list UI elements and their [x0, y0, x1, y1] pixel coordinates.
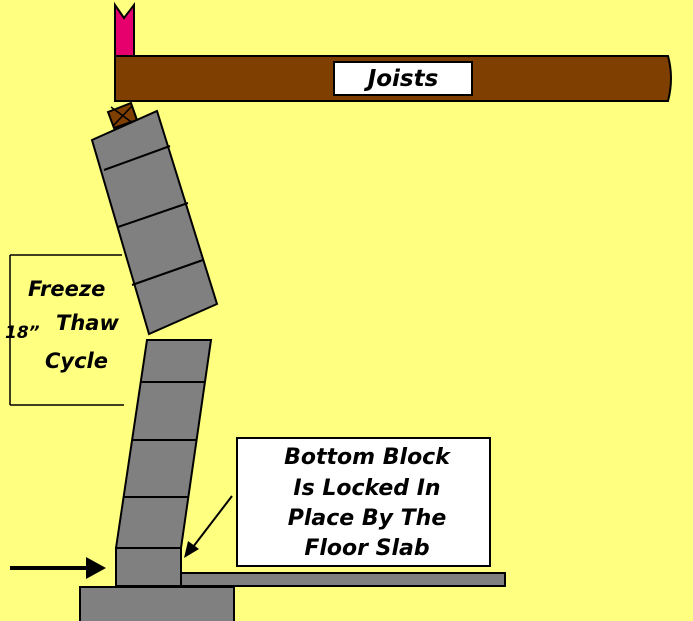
freeze-label-line2: Thaw [56, 311, 119, 335]
callout-line2: Is Locked In [293, 476, 440, 501]
wood-shim [106, 101, 139, 130]
left-arrow [10, 557, 106, 579]
bottom-block [115, 547, 182, 587]
floor-slab [180, 572, 506, 587]
pink-post [114, 1, 135, 57]
callout-box [236, 437, 491, 567]
height-bracket [9, 254, 124, 406]
freeze-label-line1: Freeze [28, 277, 105, 301]
callout-line1: Bottom Block [284, 445, 451, 470]
height-label: 18” [5, 323, 40, 343]
footing [79, 586, 235, 621]
freeze-label-line3: Cycle [45, 349, 108, 373]
joists-label: Joists [364, 66, 439, 92]
joists-label-box [333, 61, 473, 96]
lower-block-stack [114, 339, 213, 549]
callout-line3: Place By The [288, 506, 447, 531]
upper-block-stack [90, 109, 219, 336]
callout-line4: Floor Slab [304, 536, 429, 561]
callout-pointer [184, 495, 233, 558]
